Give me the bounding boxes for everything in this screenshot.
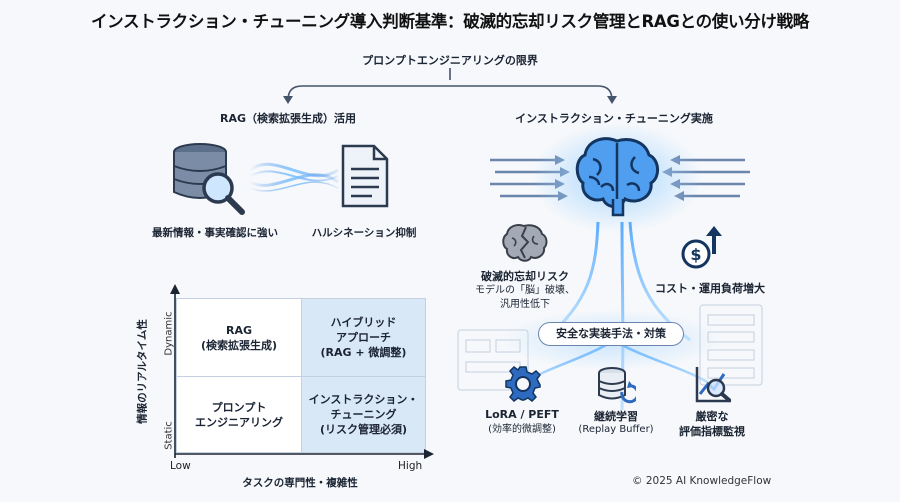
method-desc-continual: (Replay Buffer) <box>578 424 654 435</box>
chart-search-icon <box>695 367 731 403</box>
gear-icon <box>505 366 541 402</box>
branch-bracket <box>287 68 613 101</box>
quadrant-hybrid: ハイブリッドアプローチ(RAG + 微調整) <box>301 299 425 376</box>
prompt-limit-label: プロンプトエンジニアリングの限界 <box>362 54 538 67</box>
forgetting-risk-desc-2: 汎用性低下 <box>500 299 550 310</box>
safe-methods-badge: 安全な実装手法・対策 <box>538 322 684 346</box>
forgetting-risk-desc-1: モデルの「脳」破壊、 <box>475 285 575 296</box>
forgetting-risk-title: 破滅的忘却リスク <box>481 270 569 283</box>
method-title-lora: LoRA / PEFT <box>485 408 559 421</box>
matrix-axes <box>170 284 434 459</box>
method-desc-eval: 評価指標監視 <box>679 425 745 438</box>
document-icon <box>341 144 389 208</box>
quadrant-prompt: プロンプトエンジニアリング <box>177 376 301 452</box>
database-search-icon <box>173 143 245 215</box>
cost-label: コスト・運用負荷増大 <box>655 282 765 295</box>
database-refresh-icon <box>598 367 636 404</box>
y-axis-label: 情報のリアルタイム性 <box>136 319 149 424</box>
method-title-eval: 厳密な <box>695 410 729 423</box>
method-title-continual: 継続学習 <box>594 410 638 423</box>
tuning-heading: インストラクション・チューニング実施 <box>515 112 713 125</box>
brain-icon <box>575 137 659 217</box>
page-title: インストラクション・チューニング導入判断基準：破滅的忘却リスク管理とRAGとの使… <box>90 12 810 31</box>
y-axis-high: Dynamic <box>163 311 175 356</box>
rag-heading: RAG（検索拡張生成）活用 <box>219 112 356 125</box>
broken-brain-icon <box>502 224 548 262</box>
y-axis-low: Static <box>163 421 175 450</box>
x-axis-low: Low <box>170 460 191 472</box>
strategy-matrix: RAG(検索拡張生成) ハイブリッドアプローチ(RAG + 微調整) プロンプト… <box>176 298 426 453</box>
copyright: © 2025 AI KnowledgeFlow <box>632 475 772 487</box>
svg-text:$: $ <box>690 245 701 264</box>
dollar-up-icon: $ <box>681 226 722 269</box>
quadrant-tuning: インストラクション・チューニング(リスク管理必須) <box>301 376 425 452</box>
quadrant-rag: RAG(検索拡張生成) <box>177 299 301 376</box>
x-axis-label: タスクの専門性・複雑性 <box>242 477 358 489</box>
rag-strength-caption: 最新情報・事実確認に強い <box>152 227 278 239</box>
background-schematics <box>457 304 763 391</box>
x-axis-high: High <box>398 460 423 472</box>
rag-beam <box>249 162 339 192</box>
method-desc-lora: (効率的微調整) <box>488 424 556 435</box>
hallucination-caption: ハルシネーション抑制 <box>311 227 417 239</box>
